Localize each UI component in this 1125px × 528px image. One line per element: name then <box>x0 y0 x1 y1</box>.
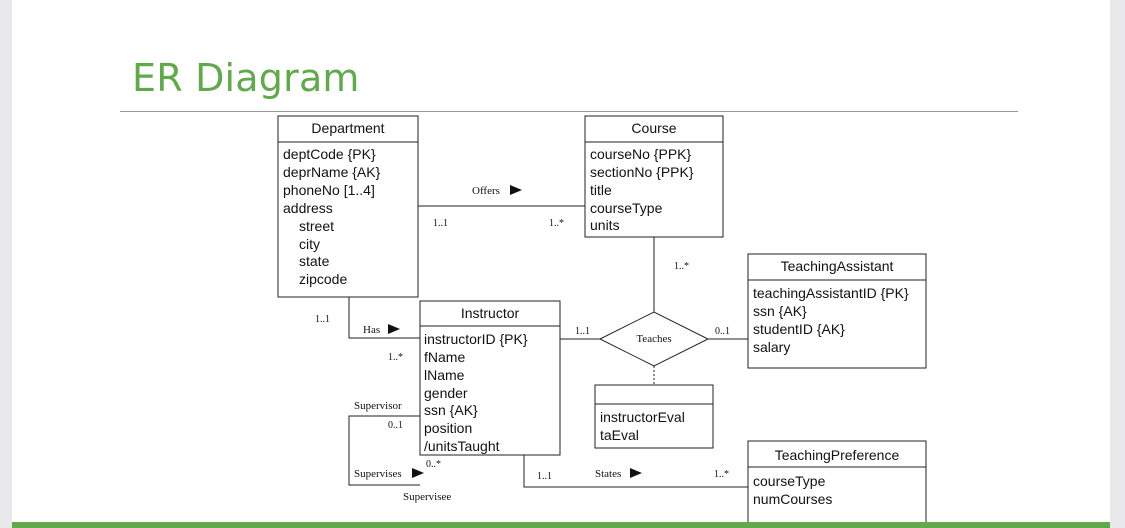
teaching-preference-attr: numCourses <box>753 491 832 507</box>
instructor-attr: lName <box>424 367 465 383</box>
supervises-mult-top: 0..1 <box>388 420 403 431</box>
teaches-mult-course: 1..* <box>674 261 689 272</box>
supervises-line <box>348 415 420 486</box>
er-diagram: Department deptCode {PK} deprName {AK} p… <box>277 115 927 528</box>
slide-title: ER Diagram <box>132 56 360 100</box>
supervisee-role-label: Supervisee <box>403 491 451 503</box>
supervises-label: Supervises <box>354 468 402 480</box>
course-title: Course <box>631 120 676 136</box>
instructor-entity: Instructor instructorID {PK} fName lName… <box>419 300 561 456</box>
states-label: States <box>595 468 621 480</box>
instructor-attr: /unitsTaught <box>424 438 500 454</box>
department-title: Department <box>311 120 384 136</box>
department-entity: Department deptCode {PK} deprName {AK} p… <box>277 115 419 298</box>
states-direction-arrow <box>630 468 642 478</box>
offers-label: Offers <box>472 185 500 197</box>
teaches-relationship: Teaches <box>598 311 710 367</box>
department-attr: zipcode <box>299 271 347 287</box>
department-attr: deptCode {PK} <box>283 146 376 162</box>
course-attr: units <box>590 217 620 233</box>
department-attr: city <box>299 236 320 252</box>
department-attr: deprName {AK} <box>283 164 381 180</box>
teaches-attr: taEval <box>600 427 639 443</box>
has-mult-top: 1..1 <box>315 314 330 325</box>
course-attr: sectionNo {PPK} <box>590 164 694 180</box>
offers-mult-right: 1..* <box>549 218 564 229</box>
department-attr: state <box>299 253 330 269</box>
department-attr: phoneNo [1..4] <box>283 182 375 198</box>
course-attr: courseType <box>590 200 663 216</box>
states-mult-right: 1..* <box>714 469 729 480</box>
teaching-preference-attr: courseType <box>753 473 826 489</box>
has-line <box>348 297 420 339</box>
has-direction-arrow <box>388 324 400 334</box>
instructor-attr: fName <box>424 349 465 365</box>
department-attr: address <box>283 200 333 216</box>
course-attr: title <box>590 182 612 198</box>
course-entity: Course courseNo {PPK} sectionNo {PPK} ti… <box>584 115 724 238</box>
teaching-preference-entity: TeachingPreference courseType numCourses <box>747 440 927 528</box>
instructor-attr: ssn {AK} <box>424 402 478 418</box>
offers-direction-arrow <box>510 185 522 195</box>
teaching-assistant-entity: TeachingAssistant teachingAssistantID {P… <box>747 253 927 369</box>
teaching-assistant-attr: salary <box>753 339 790 355</box>
teaches-label: Teaches <box>636 333 671 345</box>
teaching-assistant-attr: studentID {AK} <box>753 321 845 337</box>
teaching-assistant-attr: teachingAssistantID {PK} <box>753 285 909 301</box>
instructor-attr: instructorID {PK} <box>424 331 528 347</box>
course-attr: courseNo {PPK} <box>590 146 691 162</box>
teaches-mult-ta: 0..1 <box>715 326 730 337</box>
teaching-assistant-title: TeachingAssistant <box>781 258 894 274</box>
department-attr: street <box>299 218 334 234</box>
teaching-preference-title: TeachingPreference <box>775 447 900 463</box>
teaching-assistant-attr: ssn {AK} <box>753 303 807 319</box>
instructor-attr: gender <box>424 385 468 401</box>
slide-bottom-bar <box>12 522 1110 528</box>
teaches-mult-instructor: 1..1 <box>575 326 590 337</box>
teaches-attr: instructorEval <box>600 409 685 425</box>
states-mult-left: 1..1 <box>537 471 552 482</box>
title-divider <box>120 111 1018 112</box>
has-mult-bottom: 1..* <box>388 352 403 363</box>
supervises-mult-bottom: 0..* <box>426 459 441 470</box>
has-label: Has <box>363 324 380 336</box>
instructor-attr: position <box>424 420 472 436</box>
slide: ER Diagram Department deptCode {PK} depr… <box>12 0 1110 528</box>
states-line <box>523 455 748 488</box>
supervisor-role-label: Supervisor <box>354 400 402 412</box>
teaches-attributes-box: instructorEval taEval <box>594 384 714 449</box>
instructor-title: Instructor <box>461 305 520 321</box>
supervises-direction-arrow <box>412 468 424 478</box>
offers-mult-left: 1..1 <box>433 218 448 229</box>
